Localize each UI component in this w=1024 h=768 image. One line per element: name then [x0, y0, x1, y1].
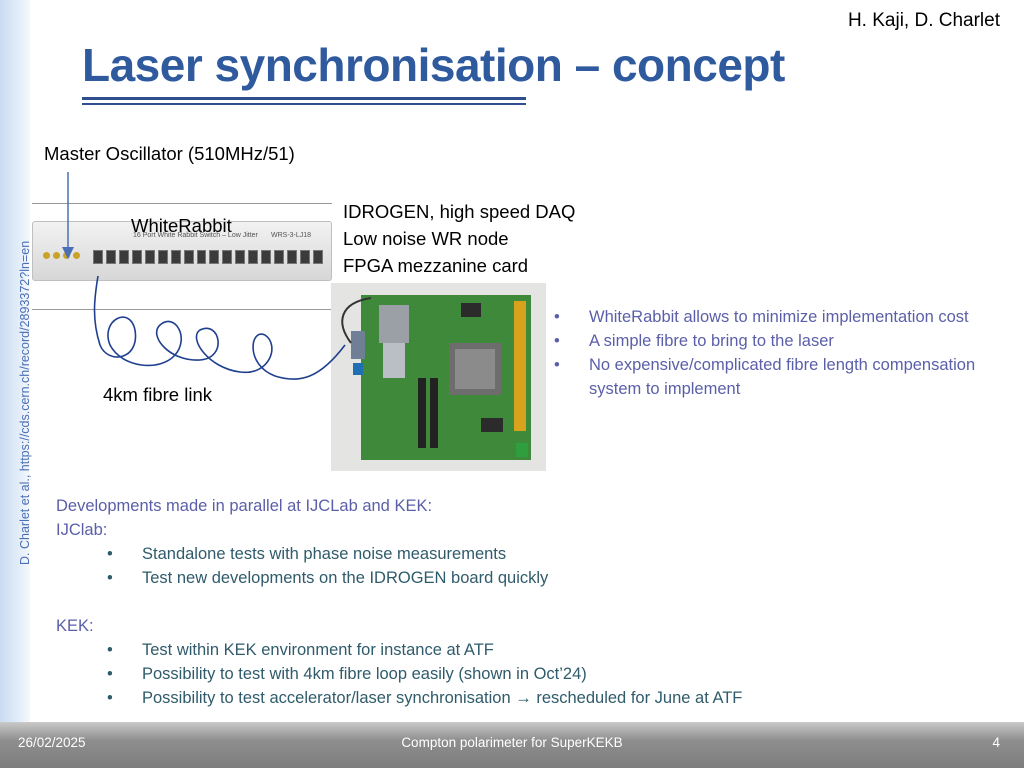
sfp-port — [183, 250, 194, 264]
fibre-link-label: 4km fibre link — [103, 384, 212, 405]
sfp-port — [235, 250, 246, 264]
benefits-list: •WhiteRabbit allows to minimize implemen… — [552, 305, 1022, 401]
sma-connector — [43, 252, 50, 259]
divider-top — [32, 203, 332, 204]
sfp-port — [222, 250, 233, 264]
sfp-port — [196, 250, 207, 264]
list-item: •Test new developments on the IDROGEN bo… — [107, 569, 549, 587]
ijclab-list: •Standalone tests with phase noise measu… — [105, 542, 548, 590]
sfp-port — [312, 250, 323, 264]
footer-title: Compton polarimeter for SuperKEKB — [401, 735, 623, 750]
whiterabbit-switch: 16 Port White Rabbit Switch – Low Jitter… — [32, 221, 332, 281]
fibre-loop — [93, 275, 346, 380]
title-underline — [82, 97, 526, 100]
sidebar-band — [0, 0, 30, 730]
developments-intro: Developments made in parallel at IJCLab … — [56, 497, 433, 515]
sfp-port — [287, 250, 297, 264]
idrogen-board-photo — [331, 283, 546, 471]
idrogen-line-1: IDROGEN, high speed DAQ — [343, 201, 576, 222]
list-item: •No expensive/complicated fibre length c… — [554, 356, 976, 398]
title-underline-thin — [82, 103, 526, 105]
sfp-port — [248, 250, 259, 264]
sfp-port — [170, 250, 181, 264]
divider-bottom — [32, 309, 332, 310]
sfp-port — [157, 250, 168, 264]
idrogen-line-2: Low noise WR node — [343, 228, 509, 249]
ijclab-label: IJClab: — [56, 521, 108, 539]
footer-date: 26/02/2025 — [18, 735, 86, 750]
sfp-port — [274, 250, 285, 264]
slide-title: Laser synchronisation – concept — [82, 39, 785, 91]
slide-footer: 26/02/2025 Compton polarimeter for Super… — [0, 722, 1024, 768]
idrogen-line-3: FPGA mezzanine card — [343, 255, 529, 276]
sidebar-citation: D. Charlet et al., https://cds.cern.ch/r… — [18, 240, 32, 565]
idrogen-label: IDROGEN, high speed DAQ Low noise WR nod… — [343, 198, 575, 279]
switch-connectors — [43, 252, 83, 266]
kek-list: •Test within KEK environment for instanc… — [105, 638, 742, 710]
switch-caption: 16 Port White Rabbit Switch – Low Jitter — [133, 232, 258, 239]
authors: H. Kaji, D. Charlet — [847, 10, 1000, 31]
sfp-port — [261, 250, 272, 264]
sfp-port — [131, 250, 142, 264]
whiterabbit-label: WhiteRabbit — [131, 215, 232, 236]
list-item: •Possibility to test with 4km fibre loop… — [107, 665, 587, 683]
list-item: •Test within KEK environment for instanc… — [107, 641, 494, 659]
list-item: •Possibility to test accelerator/laser s… — [107, 689, 743, 707]
switch-model: WRS-3-LJ18 — [271, 232, 312, 239]
sfp-port — [105, 250, 116, 264]
sfp-port — [118, 250, 129, 264]
list-item: •A simple fibre to bring to the laser — [554, 332, 834, 350]
sfp-port — [209, 250, 220, 264]
list-item: •Standalone tests with phase noise measu… — [107, 545, 507, 563]
sma-connector — [73, 252, 80, 259]
list-item: •WhiteRabbit allows to minimize implemen… — [554, 308, 969, 326]
sfp-port — [93, 250, 103, 264]
sma-connector — [53, 252, 60, 259]
developments-section: Developments made in parallel at IJCLab … — [56, 494, 432, 542]
sfp-ports — [93, 250, 323, 266]
master-oscillator-label: Master Oscillator (510MHz/51) — [44, 143, 295, 164]
kek-label: KEK: — [56, 617, 94, 635]
sfp-port — [300, 250, 310, 264]
page-number: 4 — [992, 735, 1000, 750]
sfp-port — [144, 250, 155, 264]
sma-connector — [63, 252, 70, 259]
